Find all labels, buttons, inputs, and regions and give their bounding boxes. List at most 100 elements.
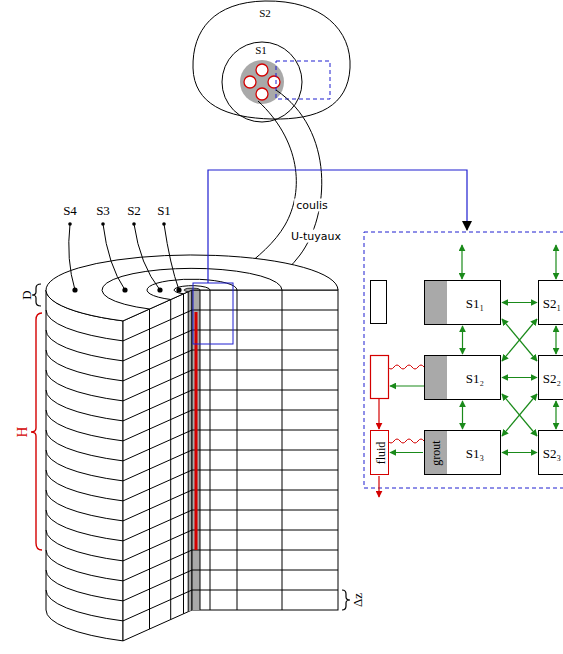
leader-line xyxy=(164,224,179,290)
grout-fill xyxy=(425,356,447,399)
cell-label: S1₂ xyxy=(466,372,484,385)
heat-flux-connector xyxy=(462,401,463,429)
empty-cell xyxy=(371,281,387,324)
soil-cell: S2₃ xyxy=(538,430,563,475)
layer-line xyxy=(192,470,338,471)
flux-arrow xyxy=(461,245,462,279)
heat-flux-connector xyxy=(502,377,537,378)
ring-line xyxy=(174,286,210,294)
heat-flux-connector xyxy=(502,394,537,436)
layer-line xyxy=(123,570,192,601)
heat-flux-connector xyxy=(502,394,537,436)
soil-cell: S2₂ xyxy=(538,355,563,400)
ring-line xyxy=(102,268,282,309)
layer-line xyxy=(192,330,338,331)
layer-line xyxy=(46,430,123,461)
heat-flux-connector xyxy=(502,452,537,453)
cell-label: S2₁ xyxy=(543,297,561,310)
layer-line xyxy=(46,470,123,501)
ring-line xyxy=(188,292,189,612)
grout-disc xyxy=(240,60,284,104)
dimension-label: H xyxy=(15,427,30,438)
zoom-frame xyxy=(193,283,233,344)
layer-line xyxy=(192,530,338,531)
leader-line xyxy=(69,224,75,290)
rotated-label: grout xyxy=(430,440,442,465)
u-tube xyxy=(195,312,198,550)
layer-line xyxy=(46,570,123,601)
heat-exchange-wave xyxy=(388,439,424,443)
layer-line xyxy=(123,390,192,421)
dimension-brace xyxy=(32,284,41,306)
leader-dot xyxy=(101,222,105,226)
layer-line xyxy=(46,450,123,481)
layer-line xyxy=(123,450,192,481)
soil-cell: S2₁ xyxy=(538,280,563,325)
pipe-circle xyxy=(256,64,268,76)
pipe-circle xyxy=(244,76,256,88)
layer-line xyxy=(46,410,123,441)
leader-dot xyxy=(68,222,72,226)
layer-line xyxy=(46,390,123,421)
flux-arrow xyxy=(390,385,424,386)
layer-line xyxy=(192,350,338,351)
heat-flux-connector xyxy=(555,401,556,429)
layer-line xyxy=(192,450,338,451)
heat-flux-connector xyxy=(502,319,537,361)
heat-flux-connector xyxy=(555,326,556,354)
part-label: S4 xyxy=(63,204,77,217)
pipe-circle xyxy=(268,76,280,88)
detail-panel xyxy=(364,232,563,488)
layer-line xyxy=(46,350,123,381)
part-label: S2 xyxy=(127,204,141,217)
leader-dot xyxy=(72,287,77,292)
layer-line xyxy=(46,370,123,401)
layer-line xyxy=(123,530,192,561)
layer-line xyxy=(192,490,338,491)
part-label: S1 xyxy=(157,204,171,217)
grout-fill xyxy=(425,281,447,324)
heat-exchange-wave xyxy=(388,365,424,369)
layer-line xyxy=(123,430,192,461)
leader-dot xyxy=(176,287,181,292)
part-label: S3 xyxy=(96,204,110,217)
layer-line xyxy=(123,470,192,501)
part-label: S2 xyxy=(259,8,271,19)
layer-line xyxy=(123,410,192,441)
ring-line xyxy=(237,290,238,610)
cell-label: S2₃ xyxy=(543,447,561,460)
layer-line xyxy=(46,550,123,581)
layer-line xyxy=(46,490,123,521)
layer-line xyxy=(192,410,338,411)
cell-label: S2₂ xyxy=(543,372,561,385)
soil-cell: groutS1₃ xyxy=(424,430,501,475)
ring-line xyxy=(149,309,150,629)
soil-region-outline xyxy=(193,1,350,119)
layer-line xyxy=(46,590,123,621)
pipe-circle xyxy=(256,88,268,100)
layer-line xyxy=(123,370,192,401)
part-label: S1 xyxy=(255,45,267,56)
ring-line xyxy=(210,290,211,610)
axis-line xyxy=(192,290,193,610)
rotated-label: fluid xyxy=(375,442,387,465)
cut-face xyxy=(123,290,192,641)
flow-arrow xyxy=(378,476,379,497)
top-face xyxy=(46,255,338,321)
layer-line xyxy=(123,350,192,381)
cell-label: S1₁ xyxy=(466,297,484,310)
soil-ring-outline xyxy=(222,42,302,122)
fluid-cell xyxy=(371,356,389,399)
leader-dot xyxy=(132,222,136,226)
cut-face xyxy=(192,290,338,610)
layer-line xyxy=(192,370,338,371)
dimension-brace xyxy=(342,590,350,610)
heat-flux-connector xyxy=(502,319,537,361)
part-label: U-tuyaux xyxy=(289,230,343,243)
soil-cell: S1₁ xyxy=(424,280,501,325)
ring-line xyxy=(170,300,171,620)
part-label: coulis xyxy=(294,199,330,212)
layer-line xyxy=(46,330,123,361)
